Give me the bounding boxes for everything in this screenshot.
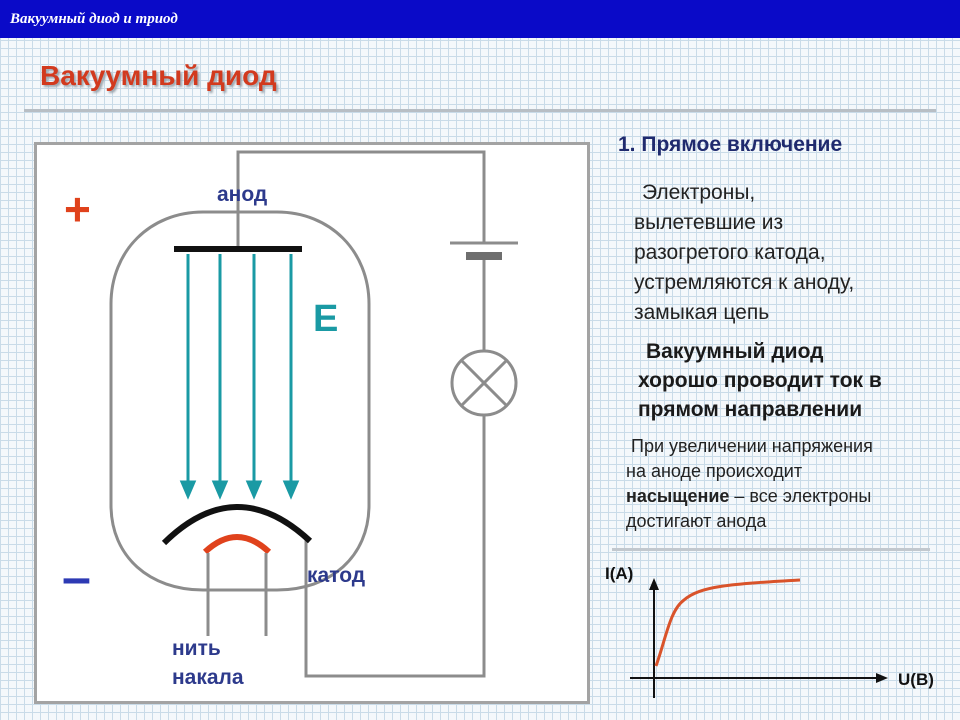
anode-label: анод [217,183,268,206]
para1-line: Электроны, [642,181,756,204]
field-label: E [313,298,339,340]
para3-line: на аноде происходит [626,461,803,481]
cathode-label: катод [307,564,366,587]
para3-line: При увеличении напряжения [631,436,873,456]
para1-line: вылетевшие из [634,211,784,234]
y-axis-arrow [649,578,659,590]
para1-line: устремляются к аноду, [634,271,855,294]
y-axis-label: I(A) [605,564,634,583]
saturation-term: насыщение [626,486,730,506]
plus-sign: + [64,183,91,235]
para2-line: Вакуумный диод [646,340,824,363]
para3-line: достигают анода [626,511,767,531]
paragraph-electrons: Электроны, вылетевшие из разогретого кат… [634,178,924,328]
title-divider [24,109,936,112]
cathode-arc [161,504,313,546]
filament-label-line1: нить [172,637,221,660]
battery-short-plate [466,252,502,260]
para2-line: хорошо проводит ток в [638,369,882,392]
top-bar: Вакуумный диод и триод [0,0,960,38]
graph-divider [612,548,930,551]
x-axis-arrow [876,673,888,683]
para2-line: прямом направлении [638,398,863,421]
filament-arc [202,534,272,555]
wire-anode-to-battery [236,150,486,248]
x-axis-label: U(B) [898,670,934,689]
presentation-title: Вакуумный диод и триод [10,11,178,27]
paragraph-conduction: Вакуумный диод хорошо проводит ток в пря… [638,337,882,424]
tube-envelope [109,210,371,592]
slide-title: Вакуумный диод [40,60,277,91]
minus-sign: – [62,549,91,607]
wire-lamp-to-cathode [304,410,486,678]
para3-line: насыщение – все электроны [626,484,873,509]
para1-line: разогретого катода, [634,241,826,264]
para3-line-rest: – все электроны [729,486,872,506]
paragraph-saturation: При увеличении напряжения на аноде проис… [626,434,873,534]
filament-label-line2: накала [172,666,244,689]
iv-characteristic-graph [630,578,888,698]
point-title: 1. Прямое включение [618,133,843,156]
iv-curve [654,578,801,667]
para1-line: замыкая цепь [634,301,770,324]
diode-circuit-diagram [34,142,590,704]
field-lines [179,254,300,500]
